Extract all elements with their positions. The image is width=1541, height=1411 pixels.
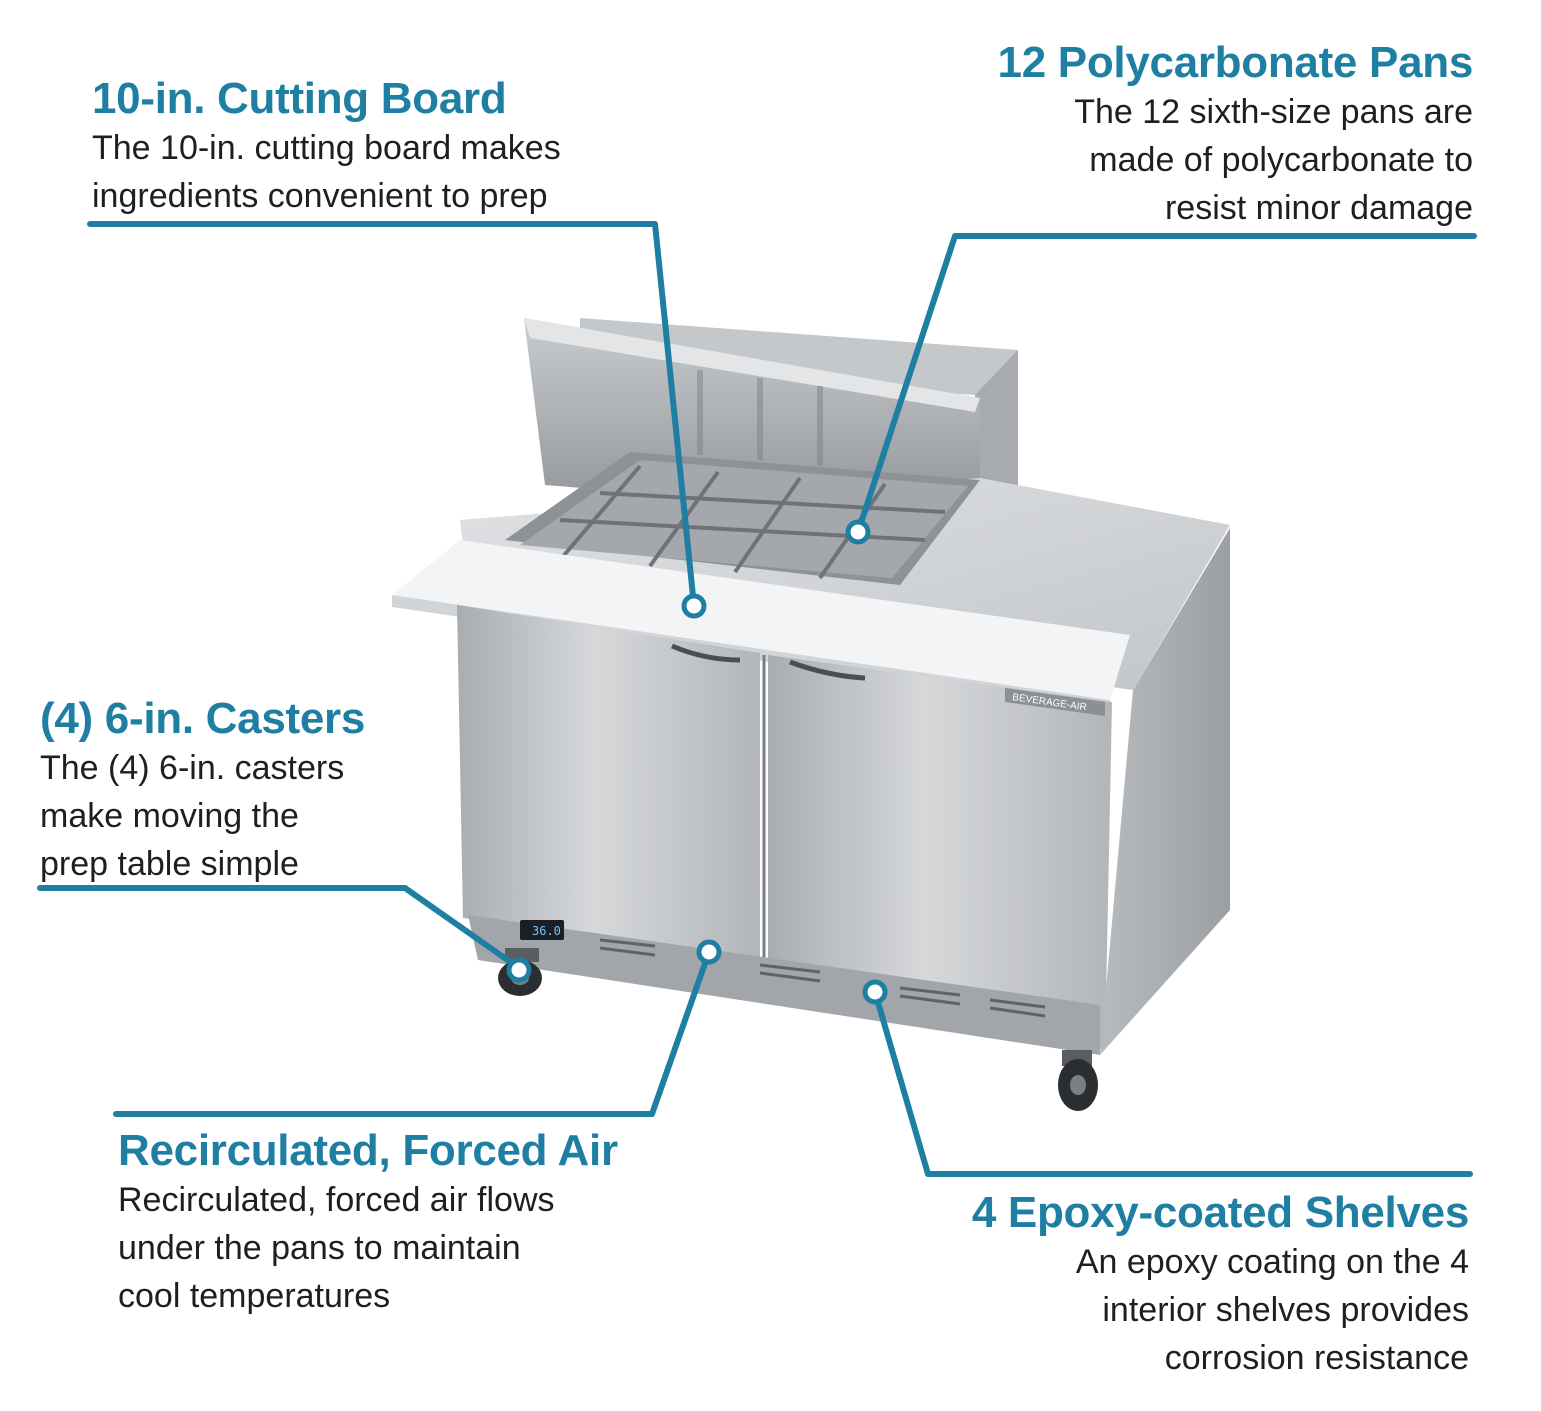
callout-title: 4 Epoxy-coated Shelves xyxy=(971,1188,1469,1237)
callout-description: An epoxy coating on the 4 interior shelv… xyxy=(972,1238,1469,1382)
callout-cutting-board: 10-in. Cutting Board The 10-in. cutting … xyxy=(92,74,561,220)
description-line: ingredients convenient to prep xyxy=(92,177,548,215)
description-line: The 10-in. cutting board makes xyxy=(92,129,561,167)
leader-line-cutting-board xyxy=(87,221,697,609)
cabinet-side-panel xyxy=(1100,528,1230,1055)
leader-line-forced-air xyxy=(113,949,712,1117)
dot-shelves xyxy=(862,979,888,1005)
callout-polycarbonate-pans: 12 Polycarbonate Pans The 12 sixth-size … xyxy=(997,38,1474,232)
description-line: under the pans to maintain xyxy=(118,1229,521,1267)
leader-line-shelves xyxy=(872,989,1473,1177)
callout-forced-air: Recirculated, Forced Air Recirculated, f… xyxy=(118,1126,618,1320)
description-line: The 12 sixth-size pans are xyxy=(1074,93,1473,131)
description-line: resist minor damage xyxy=(1164,189,1473,227)
description-line: The (4) 6-in. casters xyxy=(40,749,345,787)
leader-lines xyxy=(37,221,1477,1177)
thermostat-reading: 36.0 xyxy=(532,924,561,938)
description-line: corrosion resistance xyxy=(1164,1339,1469,1377)
callout-description: The 12 sixth-size pans are made of polyc… xyxy=(998,88,1473,232)
callout-description: The (4) 6-in. casters make moving the pr… xyxy=(40,744,365,888)
dot-pans xyxy=(845,519,871,545)
description-line: Recirculated, forced air flows xyxy=(118,1181,555,1219)
caster-front-right xyxy=(1058,1050,1098,1111)
description-line: made of polycarbonate to xyxy=(1089,141,1473,179)
callout-description: The 10-in. cutting board makes ingredien… xyxy=(92,124,561,220)
leader-line-casters xyxy=(37,885,522,971)
callout-epoxy-shelves: 4 Epoxy-coated Shelves An epoxy coating … xyxy=(972,1188,1469,1382)
dot-casters xyxy=(506,957,532,983)
thermostat-display: 36.0 xyxy=(520,920,564,940)
callout-title: Recirculated, Forced Air xyxy=(118,1126,618,1175)
callout-casters: (4) 6-in. Casters The (4) 6-in. casters … xyxy=(40,694,365,888)
description-line: interior shelves provides xyxy=(1102,1291,1469,1329)
pan-well xyxy=(505,452,980,585)
base-grille xyxy=(468,915,1100,1055)
dot-cutting-board xyxy=(681,593,707,619)
callout-dots xyxy=(506,519,888,1005)
callout-title: 10-in. Cutting Board xyxy=(92,74,507,123)
description-line: make moving the xyxy=(40,797,299,835)
cabinet-doors xyxy=(457,605,1112,1050)
leader-line-pans xyxy=(855,233,1477,535)
description-line: cool temperatures xyxy=(118,1277,391,1315)
dot-forced-air xyxy=(696,939,722,965)
callout-description: Recirculated, forced air flows under the… xyxy=(118,1176,618,1320)
callout-title: 12 Polycarbonate Pans xyxy=(997,38,1474,87)
description-line: An epoxy coating on the 4 xyxy=(1075,1243,1469,1281)
callout-title: (4) 6-in. Casters xyxy=(40,694,366,743)
description-line: prep table simple xyxy=(40,845,299,883)
